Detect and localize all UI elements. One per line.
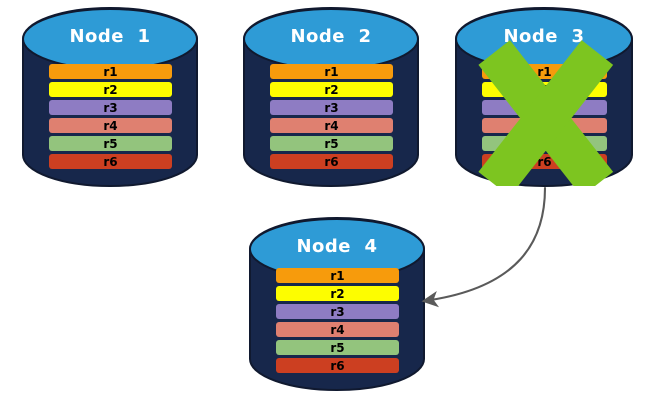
row-label: r4 [324,118,339,133]
row-r5[interactable]: r5 [270,136,393,151]
row-label: r1 [103,64,118,79]
row-r1[interactable]: r1 [49,64,172,79]
node-4-rows: r1 r2 r3 r4 r5 r6 [249,268,425,373]
row-r4[interactable]: r4 [270,118,393,133]
row-r2[interactable]: r2 [49,82,172,97]
arrow-curve [421,186,547,308]
row-label: r3 [324,100,339,115]
row-label: r4 [537,118,552,133]
row-r4[interactable]: r4 [276,322,399,337]
row-label: r3 [103,100,118,115]
row-r2[interactable]: r2 [482,82,607,97]
row-label: r3 [330,304,345,319]
row-label: r5 [324,136,339,151]
row-r3[interactable]: r3 [482,100,607,115]
row-r3[interactable]: r3 [270,100,393,115]
row-label: r2 [324,82,339,97]
row-r6[interactable]: r6 [276,358,399,373]
row-label: r6 [103,154,118,169]
row-r6[interactable]: r6 [270,154,393,169]
row-r1[interactable]: r1 [270,64,393,79]
row-r2[interactable]: r2 [270,82,393,97]
row-label: r2 [330,286,345,301]
row-label: r5 [330,340,345,355]
row-label: r6 [330,358,345,373]
row-r3[interactable]: r3 [49,100,172,115]
node-3[interactable]: Node 3 r1 r2 r3 r4 r5 r6 [455,7,633,187]
node-2-title: Node 2 [290,26,372,47]
node-1[interactable]: Node 1 r1 r2 r3 r4 r5 r6 [22,7,198,187]
row-label: r3 [537,100,552,115]
row-label: r4 [103,118,118,133]
row-r4[interactable]: r4 [482,118,607,133]
row-label: r6 [537,154,552,169]
row-r2[interactable]: r2 [276,286,399,301]
row-label: r4 [330,322,345,337]
row-r5[interactable]: r5 [49,136,172,151]
row-r1[interactable]: r1 [276,268,399,283]
node-2[interactable]: Node 2 r1 r2 r3 r4 r5 r6 [243,7,419,187]
row-r6[interactable]: r6 [49,154,172,169]
row-label: r2 [103,82,118,97]
row-label: r5 [103,136,118,151]
row-r4[interactable]: r4 [49,118,172,133]
node-1-rows: r1 r2 r3 r4 r5 r6 [22,64,198,169]
node-1-title: Node 1 [69,26,151,47]
row-r1[interactable]: r1 [482,64,607,79]
row-r6[interactable]: r6 [482,154,607,169]
node-4-title: Node 4 [296,236,378,257]
row-r5[interactable]: r5 [276,340,399,355]
row-label: r1 [330,268,345,283]
node-2-rows: r1 r2 r3 r4 r5 r6 [243,64,419,169]
row-label: r1 [324,64,339,79]
row-label: r1 [537,64,552,79]
row-label: r5 [537,136,552,151]
row-label: r2 [537,82,552,97]
row-label: r6 [324,154,339,169]
node-4[interactable]: Node 4 r1 r2 r3 r4 r5 r6 [249,217,425,391]
node-3-title: Node 3 [503,26,585,47]
row-r5[interactable]: r5 [482,136,607,151]
row-r3[interactable]: r3 [276,304,399,319]
node-3-rows: r1 r2 r3 r4 r5 r6 [455,64,633,169]
